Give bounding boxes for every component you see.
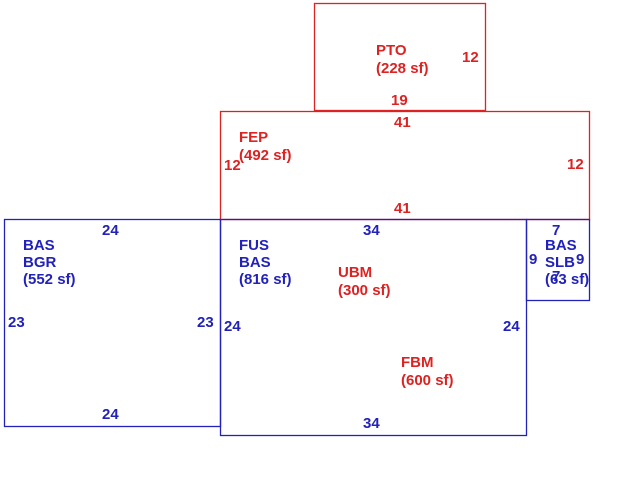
fep-label: FEP (239, 129, 268, 146)
fus-bas-dim-top: 34 (363, 222, 380, 239)
bas-bgr-dim-top: 24 (102, 222, 119, 239)
pto-label: PTO (376, 42, 407, 59)
pto-dim-bottom: 19 (391, 92, 408, 109)
fus-bas-area: (816 sf) (239, 271, 292, 288)
bas-slb-label-1: BAS (545, 237, 577, 254)
fus-bas-dim-bottom: 34 (363, 415, 380, 432)
fus-bas-dim-right: 24 (503, 318, 520, 335)
bas-bgr-label-2: BGR (23, 254, 57, 271)
bas-bgr-section[interactable]: BAS BGR (552 sf) 24 23 23 24 (3, 218, 222, 428)
bas-slb-section[interactable]: 7 9 9 7 BAS SLB (63 sf) (525, 218, 591, 302)
fus-bas-label-1: FUS (239, 237, 269, 254)
fep-dim-right: 12 (567, 156, 584, 173)
fep-section[interactable]: FEP (492 sf) 41 12 12 41 (219, 110, 591, 221)
bas-slb-dim-right: 9 (576, 251, 584, 268)
fus-bas-section[interactable]: FUS BAS (816 sf) 34 24 24 34 (219, 218, 528, 437)
fus-bas-dim-left: 24 (224, 318, 241, 335)
fep-dim-top: 41 (394, 114, 411, 131)
ubm-label: UBM (338, 264, 372, 281)
fus-bas-outline (219, 218, 528, 437)
bas-bgr-area: (552 sf) (23, 271, 76, 288)
bas-bgr-label-1: BAS (23, 237, 55, 254)
pto-outline (313, 2, 487, 112)
fus-bas-label-2: BAS (239, 254, 271, 271)
bas-slb-label-2: SLB (545, 254, 575, 271)
bas-slb-outline (525, 218, 591, 302)
pto-dim-right: 12 (462, 49, 479, 66)
bas-bgr-dim-right: 23 (197, 314, 214, 331)
bas-slb-dim-top: 7 (552, 222, 560, 239)
pto-section[interactable]: PTO (228 sf) 12 19 (313, 2, 487, 112)
ubm-section[interactable]: UBM (300 sf) (338, 264, 391, 299)
fep-area: (492 sf) (239, 147, 292, 164)
bas-slb-dim-bottom: 7 (552, 268, 560, 285)
fep-dim-left: 12 (224, 157, 241, 174)
fep-dim-bottom: 41 (394, 200, 411, 217)
bas-bgr-dim-left: 23 (8, 314, 25, 331)
bas-bgr-dim-bottom: 24 (102, 406, 119, 423)
fbm-section[interactable]: FBM (600 sf) (401, 354, 454, 389)
pto-area: (228 sf) (376, 60, 429, 77)
fbm-label: FBM (401, 354, 434, 371)
ubm-area: (300 sf) (338, 282, 391, 299)
bas-slb-dim-left: 9 (529, 251, 537, 268)
fbm-area: (600 sf) (401, 372, 454, 389)
bas-slb-area: (63 sf) (545, 271, 589, 288)
